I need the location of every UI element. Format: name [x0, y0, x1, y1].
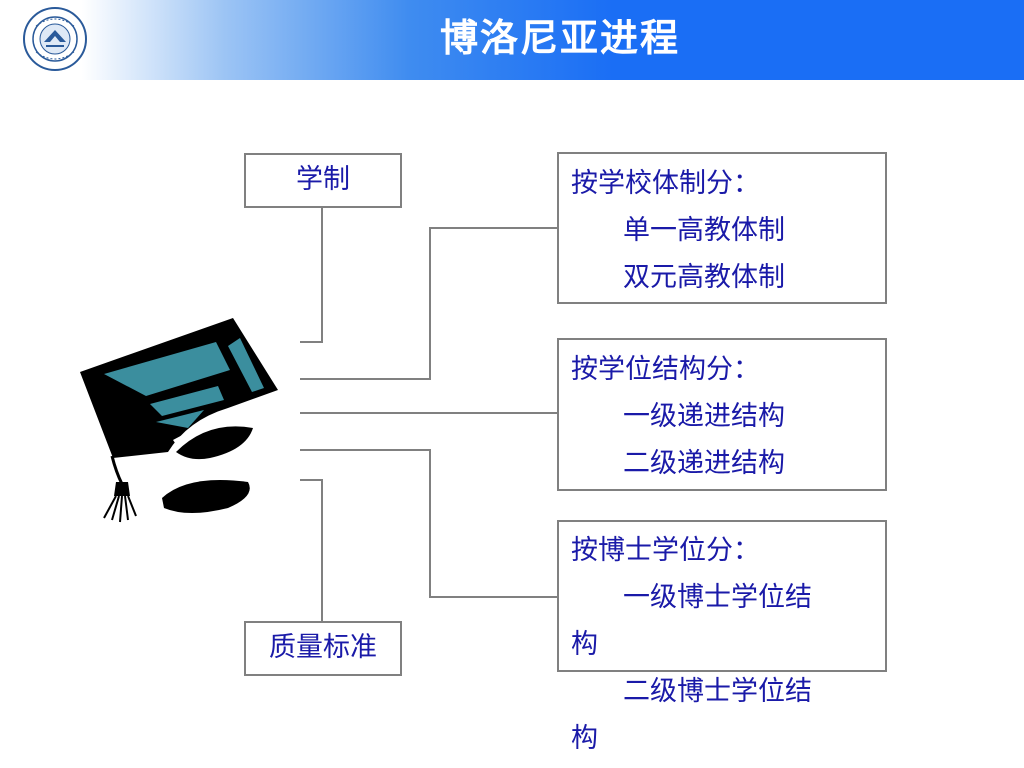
- connector-doctoral-degree: [300, 449, 558, 598]
- school-system-heading: 按学校体制分：: [571, 168, 760, 199]
- doctoral-degree-item-first: 一级博士学位结: [623, 582, 812, 613]
- box-school-system: 按学校体制分： 单一高教体制 双元高教体制: [557, 152, 887, 304]
- school-system-item: 单一高教体制: [623, 215, 785, 246]
- box-quality-standards: 质量标准: [244, 621, 402, 676]
- doctoral-degree-item-first: 二级博士学位结: [623, 676, 812, 707]
- degree-structure-item: 一级递进结构: [623, 401, 785, 432]
- box-quality-standards-label: 质量标准: [269, 632, 377, 663]
- box-academic-system-label: 学制: [296, 164, 350, 195]
- degree-structure-item: 二级递进结构: [623, 448, 785, 479]
- connector-top-box: [300, 207, 323, 343]
- doctoral-degree-item-rest: 构: [571, 723, 598, 754]
- doctoral-degree-heading: 按博士学位分：: [571, 535, 760, 566]
- school-system-item: 双元高教体制: [623, 262, 785, 293]
- title-bar: 博洛尼亚进程: [0, 0, 1024, 80]
- graduation-cap-icon: [78, 312, 288, 527]
- doctoral-degree-text: 按博士学位分： 一级博士学位结 构 二级博士学位结 构: [571, 527, 871, 762]
- university-seal-icon: [22, 6, 88, 72]
- connector-bottom-box: [300, 479, 323, 622]
- connector-school-system: [300, 227, 558, 380]
- slide-title: 博洛尼亚进程: [439, 16, 680, 60]
- degree-structure-heading: 按学位结构分：: [571, 354, 760, 385]
- box-doctoral-degree: [557, 520, 887, 672]
- box-academic-system: 学制: [244, 153, 402, 208]
- doctoral-degree-item-rest: 构: [571, 629, 598, 660]
- box-degree-structure: 按学位结构分： 一级递进结构 二级递进结构: [557, 338, 887, 491]
